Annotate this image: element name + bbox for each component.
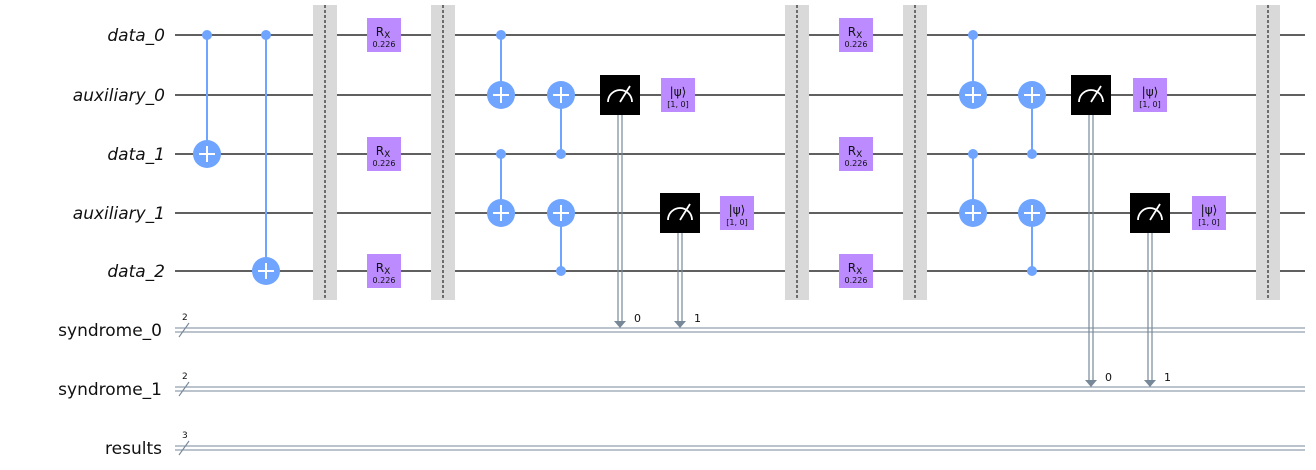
rx-gate-param: 0.226 [845,40,868,49]
rx-gate-s1-q0: RX0.226 [367,18,401,52]
rx-gate-param: 0.226 [845,276,868,285]
measure-bit-index: 0 [1105,371,1112,384]
reset-gate-s2-a1: |ψ⟩[1, 0] [1192,196,1226,230]
reset-gate-label: |ψ⟩ [729,203,746,217]
measure-arrow [614,321,626,328]
cnot-gate-s2-d [1018,199,1046,276]
classical-size-syndrome_1: 2 [182,372,188,382]
rx-gate-s2-q0: RX0.226 [839,18,873,52]
classical-label-syndrome_0: syndrome_0 [58,321,162,341]
reset-gate-param: [1, 0] [1139,100,1161,109]
rx-gate-box [839,137,873,171]
cnot-control-dot [1027,266,1037,276]
cnot-control-dot [261,30,271,40]
rx-gate-box [367,254,401,288]
rx-gate-label: RX [376,261,391,277]
reset-gate-label: |ψ⟩ [1142,85,1159,99]
qubit-label-auxiliary_0: auxiliary_0 [73,86,165,106]
cnot-control-dot [1027,149,1037,159]
measure-meter-arc [607,89,633,103]
measure-meter-arc [1078,89,1104,103]
measure-meter-needle [1149,203,1161,221]
rx-gate-label: RX [848,261,863,277]
qubit-label-data_0: data_0 [107,26,165,46]
measure-meter-needle [619,85,631,103]
measure-bit-index: 1 [694,312,701,325]
qubit-label-data_2: data_2 [107,262,165,282]
measure-arrow [1085,380,1097,387]
classical-label-results: results [105,439,162,459]
measure-gate-s1-a1: 1 [660,193,701,328]
rx-gate-label: RX [376,144,391,160]
reset-gate-param: [1, 0] [726,218,748,227]
measure-bit-index: 0 [634,312,641,325]
measure-meter-arc [1137,207,1163,221]
measure-box [1071,75,1111,115]
classical-size-syndrome_0: 2 [182,313,188,323]
measure-arrow [674,321,686,328]
measure-box [660,193,700,233]
measure-gate-s1-a0: 0 [600,75,641,328]
reset-gate-box [1192,196,1226,230]
reset-gate-s2-a0: |ψ⟩[1, 0] [1133,78,1167,112]
qubit-label-auxiliary_1: auxiliary_1 [73,204,165,224]
measure-meter-arc [667,207,693,221]
measure-box [600,75,640,115]
rx-gate-param: 0.226 [845,159,868,168]
measure-bit-index: 1 [1164,371,1171,384]
rx-gate-s2-q2: RX0.226 [839,137,873,171]
rx-gate-box [367,18,401,52]
reset-gate-label: |ψ⟩ [1201,203,1218,217]
reset-gate-s1-a1: |ψ⟩[1, 0] [720,196,754,230]
cnot-gate-s2-c [1018,81,1046,159]
measure-gate-s2-a0: 0 [1071,75,1112,387]
reset-gate-param: [1, 0] [1198,218,1220,227]
cnot-control-dot [968,149,978,159]
measure-box [1130,193,1170,233]
measure-gate-s2-a1: 1 [1130,193,1171,387]
rx-gate-box [839,254,873,288]
rx-gate-label: RX [848,144,863,160]
cnot-gate-s2-b [959,149,987,227]
rx-gate-param: 0.226 [373,159,396,168]
rx-gate-s1-q4: RX0.226 [367,254,401,288]
cnot-gate-s1-d [547,199,575,276]
cnot-control-dot [496,149,506,159]
qubit-label-data_1: data_1 [107,145,165,165]
rx-gate-param: 0.226 [373,276,396,285]
rx-gate-s2-q4: RX0.226 [839,254,873,288]
cnot-gate-s1-a [487,30,515,109]
measure-meter-needle [1090,85,1102,103]
reset-gate-box [1133,78,1167,112]
cnot-control-dot [968,30,978,40]
reset-gate-label: |ψ⟩ [670,85,687,99]
measure-arrow [1144,380,1156,387]
reset-gate-box [661,78,695,112]
cnot-control-dot [496,30,506,40]
classical-bundle-slash [178,322,190,338]
rx-gate-box [367,137,401,171]
classical-bundle-slash [178,381,190,397]
classical-label-syndrome_1: syndrome_1 [58,380,162,400]
cnot-gate-s2-a [959,30,987,109]
cnot-control-dot [202,30,212,40]
reset-gate-param: [1, 0] [667,100,689,109]
measure-meter-needle [679,203,691,221]
cnot-gate-d0-d2 [252,30,280,285]
cnot-gate-s1-c [547,81,575,159]
rx-gate-s1-q2: RX0.226 [367,137,401,171]
rx-gate-param: 0.226 [373,40,396,49]
classical-size-results: 3 [182,431,188,441]
cnot-control-dot [556,149,566,159]
cnot-control-dot [556,266,566,276]
classical-bundle-slash [178,440,190,456]
reset-gate-s1-a0: |ψ⟩[1, 0] [661,78,695,112]
rx-gate-label: RX [848,25,863,41]
cnot-gate-d0-d1 [193,30,221,168]
cnot-gate-s1-b [487,149,515,227]
rx-gate-box [839,18,873,52]
rx-gate-label: RX [376,25,391,41]
reset-gate-box [720,196,754,230]
